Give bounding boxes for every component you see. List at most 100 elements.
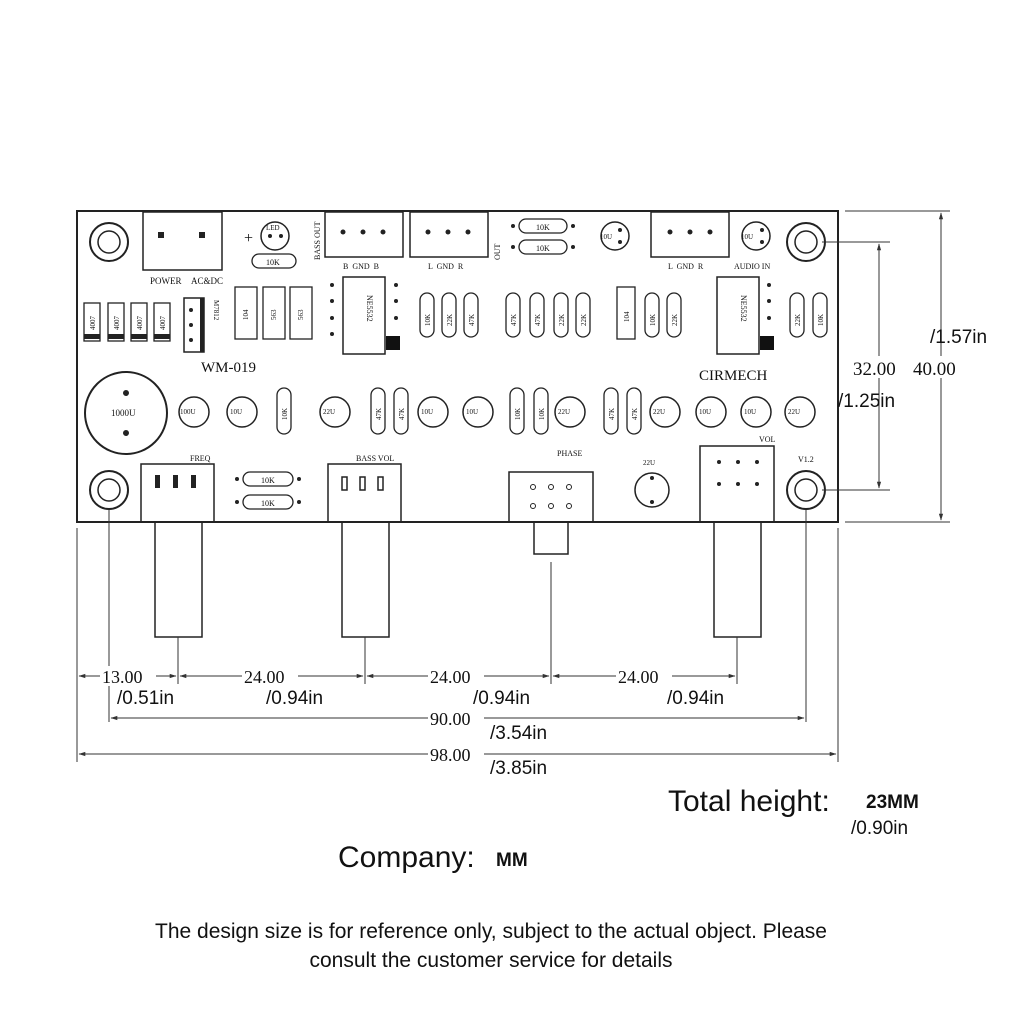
- resistor-row-3-label: 47K: [398, 408, 406, 420]
- resistor-mid-a-2-label: 22K: [446, 314, 454, 326]
- led-component: [260, 221, 290, 251]
- potentiometer-bass-vol: [327, 463, 402, 638]
- audio-in-connector: [650, 211, 730, 258]
- resistor-top-1-label: 10K: [536, 223, 550, 232]
- dim-seg2-value: 24.00: [244, 667, 285, 687]
- brand-label: CIRMECH: [699, 368, 768, 384]
- acdc-label: AC&DC: [191, 276, 223, 286]
- capacitor-large-label: 1000U: [111, 408, 136, 418]
- ic-1-label: NE5532: [365, 295, 374, 322]
- capacitor-bottom: [634, 472, 670, 508]
- resistor-mid-c-1-label: 104: [623, 311, 631, 322]
- dim-total-width-value: 98.00: [430, 745, 471, 765]
- resistor-freq-2-label: 10K: [261, 499, 275, 508]
- cap-row-4-label: 10U: [421, 408, 433, 416]
- capacitor-top-1-label: 10U: [600, 233, 612, 241]
- bass-vol-label: BASS VOL: [356, 454, 394, 463]
- dim-seg4-inch: /0.94in: [667, 688, 724, 709]
- resistor-group-mid-a: [419, 292, 479, 338]
- dim-height-inner-inch: /1.25in: [838, 391, 895, 412]
- power-label: POWER: [150, 276, 182, 286]
- resistor-top-2-label: 10K: [536, 244, 550, 253]
- led-label: LED: [266, 224, 280, 232]
- dim-hole-span-inch: /3.54in: [490, 723, 547, 744]
- cap-row-1-label: 100U: [180, 408, 196, 416]
- film-capacitors: [234, 286, 313, 340]
- resistor-mid-b-3-label: 22K: [558, 314, 566, 326]
- ic-1: [330, 276, 400, 355]
- dim-hole-span-value: 90.00: [430, 709, 471, 729]
- cap-row-8-label: 10U: [699, 408, 711, 416]
- capacitor-top-2: [741, 221, 771, 251]
- diode-2-label: 4007: [113, 316, 121, 331]
- disclaimer-line-1: The design size is for reference only, s…: [155, 920, 827, 943]
- dim-seg1-inch: /0.51in: [117, 688, 174, 709]
- mounting-hole-top-left: [89, 222, 129, 262]
- phase-switch: [508, 471, 594, 555]
- dim-height-outer-inch: /1.57in: [930, 327, 987, 348]
- audio-out-pins-label: L GND R: [428, 262, 464, 271]
- resistor-led-label: 10K: [266, 258, 280, 267]
- audio-in-label: AUDIO IN: [734, 262, 770, 271]
- potentiometer-freq: [140, 463, 215, 638]
- resistor-mid-a-1-label: 10K: [424, 314, 432, 326]
- vol-label: VOL: [759, 435, 776, 444]
- resistor-led: [251, 253, 297, 269]
- cap-row-7-label: 22U: [653, 408, 665, 416]
- capacitor-large: [84, 371, 168, 455]
- film-cap-3-label: 563: [297, 309, 305, 320]
- total-height-value: 23MM: [866, 792, 919, 813]
- bass-out-pins-label: B GND B: [343, 262, 379, 271]
- version-label: V1.2: [798, 455, 814, 464]
- diode-3-label: 4007: [136, 316, 144, 331]
- resistor-row-7-label: 47K: [631, 408, 639, 420]
- resistor-row-6-label: 47K: [608, 408, 616, 420]
- resistor-freq-1-label: 10K: [261, 476, 275, 485]
- cap-row-3-label: 22U: [323, 408, 335, 416]
- resistor-mid-d-2-label: 10K: [817, 314, 825, 326]
- resistors-row: [276, 387, 642, 435]
- dim-height-outer-value: 40.00: [913, 359, 956, 380]
- dim-seg3-value: 24.00: [430, 667, 471, 687]
- resistor-mid-d-1-label: 22K: [794, 314, 802, 326]
- diode-1-label: 4007: [89, 316, 97, 331]
- resistor-group-mid-b: [505, 292, 591, 338]
- total-height-label: Total height:: [668, 785, 830, 818]
- resistor-row-2-label: 47K: [375, 408, 383, 420]
- resistor-freq-1: [235, 471, 301, 487]
- regulator-label: M7812: [212, 300, 220, 321]
- total-height-inch: /0.90in: [851, 818, 908, 839]
- resistor-freq-2: [235, 494, 301, 510]
- audio-in-pins-label: L GND R: [668, 262, 704, 271]
- dim-seg2-inch: /0.94in: [266, 688, 323, 709]
- disclaimer-line-2: consult the customer service for details: [310, 949, 673, 972]
- dim-height-inner-value: 32.00: [853, 359, 896, 380]
- dimension-extension-lines: [76, 210, 950, 762]
- voltage-regulator: [183, 297, 205, 353]
- phase-label: PHASE: [557, 449, 582, 458]
- film-cap-2-label: 563: [270, 309, 278, 320]
- resistor-group-mid-d: [789, 292, 828, 338]
- resistor-top-2: [511, 239, 575, 255]
- pcb-board-outline: [76, 210, 839, 523]
- resistor-mid-a-3-label: 47K: [468, 314, 476, 326]
- resistor-row-5-label: 10K: [538, 408, 546, 420]
- cap-row-2-label: 10U: [230, 408, 242, 416]
- capacitor-top-2-label: 10U: [741, 233, 753, 241]
- resistor-row-4-label: 10K: [514, 408, 522, 420]
- dim-seg1-value: 13.00: [102, 667, 143, 687]
- model-label: WM-019: [201, 360, 256, 376]
- bass-out-connector: [324, 211, 404, 258]
- dim-seg4-value: 24.00: [618, 667, 659, 687]
- film-cap-1-label: 104: [242, 309, 250, 320]
- resistor-mid-c-3-label: 22K: [671, 314, 679, 326]
- dim-seg3-inch: /0.94in: [473, 688, 530, 709]
- power-connector: [142, 211, 223, 271]
- resistor-mid-b-4-label: 22K: [580, 314, 588, 326]
- plus-label: +: [244, 230, 253, 247]
- cap-row-6-label: 22U: [558, 408, 570, 416]
- audio-out-connector: [409, 211, 489, 258]
- capacitor-bottom-label: 22U: [643, 459, 655, 467]
- ic-2-label: NE5532: [739, 295, 748, 322]
